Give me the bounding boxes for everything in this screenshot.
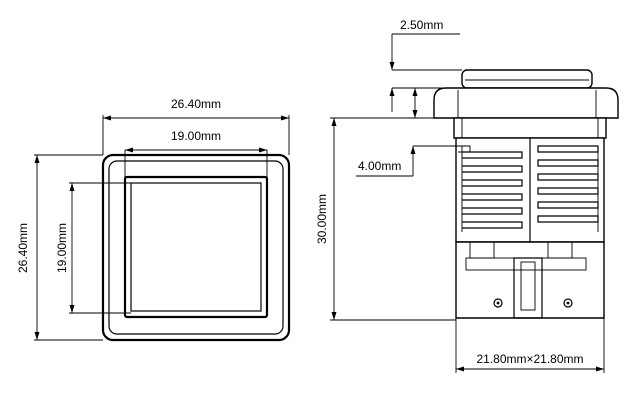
side-view: 2.50mm 4.00mm 30.00mm bbox=[315, 18, 619, 373]
side-cap-top bbox=[461, 69, 593, 89]
side-cap-flange bbox=[433, 87, 619, 119]
side-total-arrow-bottom bbox=[331, 312, 337, 320]
front-inner-square-edge bbox=[130, 182, 262, 312]
side-right-pin bbox=[563, 298, 573, 308]
side-rib-height-label: 4.00mm bbox=[358, 159, 401, 173]
side-base bbox=[455, 241, 605, 319]
side-center-terminal-slot bbox=[520, 261, 536, 311]
side-total-height-label: 30.00mm bbox=[315, 194, 329, 244]
side-total-arrow-top bbox=[331, 118, 337, 126]
side-collar bbox=[453, 117, 607, 139]
side-base-arrow-left bbox=[456, 366, 464, 372]
front-top-outer-arrow-right bbox=[281, 115, 289, 121]
front-left-inner-arrow-bottom bbox=[69, 305, 75, 313]
side-right-pin-dot bbox=[566, 301, 570, 305]
front-top-inner-arrow-left bbox=[125, 147, 133, 153]
front-left-outer-arrow-top bbox=[34, 155, 40, 163]
side-cap-arrow-bottom bbox=[389, 88, 395, 96]
front-left-inner-arrow-top bbox=[69, 183, 75, 191]
front-inner-height-label: 19.00mm bbox=[55, 223, 69, 273]
side-rib-arrow bbox=[410, 146, 416, 154]
side-base-size-label: 21.80mm×21.80mm bbox=[476, 352, 583, 366]
front-inner-square bbox=[123, 175, 269, 319]
front-top-outer-arrow-left bbox=[103, 115, 111, 121]
front-outer-frame-inner-edge bbox=[108, 160, 284, 335]
side-base-arrow-right bbox=[596, 366, 604, 372]
front-view: 26.40mm 19.00mm 26.40mm 19.00mm bbox=[16, 97, 291, 342]
side-cap-arrow-top bbox=[389, 62, 395, 70]
side-flange-arrow-bottom bbox=[412, 110, 418, 118]
front-outer-height-label: 26.40mm bbox=[16, 223, 30, 273]
front-outer-frame bbox=[101, 153, 291, 342]
side-ribs-left bbox=[458, 145, 523, 232]
side-center-terminal bbox=[513, 257, 543, 319]
side-ribs-right bbox=[537, 145, 599, 232]
front-inner-width-label: 19.00mm bbox=[171, 129, 221, 143]
side-left-pin bbox=[493, 298, 503, 308]
front-outer-width-label: 26.40mm bbox=[171, 97, 221, 111]
side-cap-height-label: 2.50mm bbox=[400, 18, 443, 32]
front-left-outer-arrow-bottom bbox=[34, 332, 40, 340]
side-left-pin-dot bbox=[496, 301, 500, 305]
front-top-inner-arrow-right bbox=[259, 147, 267, 153]
side-flange-arrow-top bbox=[412, 88, 418, 96]
